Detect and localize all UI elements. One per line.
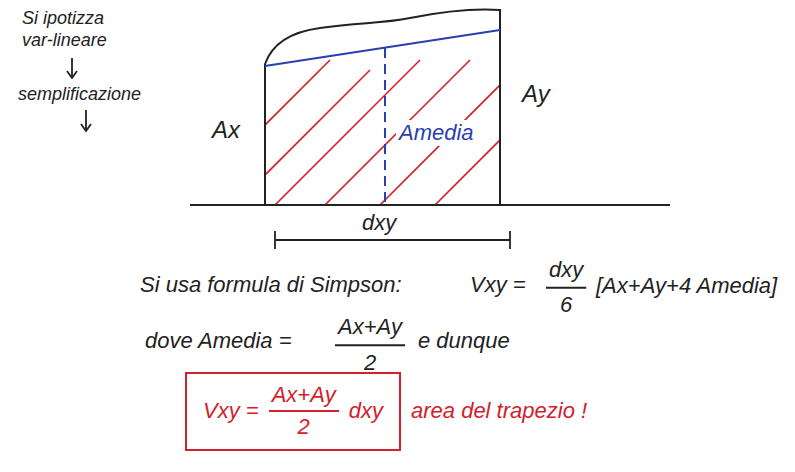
section-label: Ay xyxy=(522,80,550,109)
fraction-denominator: 2 xyxy=(364,350,376,376)
section-label: Ax xyxy=(212,116,240,145)
formula-text: dove Amedia = xyxy=(145,328,292,354)
section-edge xyxy=(264,64,266,205)
fraction-numerator: Ax+Ay xyxy=(269,382,339,412)
side-note: semplificazione xyxy=(18,84,141,106)
formula-text: [Ax+Ay+4 Amedia] xyxy=(596,273,777,299)
dimension-tick xyxy=(509,231,511,249)
note-arrow xyxy=(67,58,77,78)
fraction-denominator: 6 xyxy=(560,292,572,318)
formula-text: dxy xyxy=(349,398,383,424)
remark: area del trapezio ! xyxy=(411,398,587,424)
linear-profile xyxy=(265,30,500,66)
note-arrow xyxy=(81,110,91,131)
fraction-numerator: Ax+Ay xyxy=(338,314,402,340)
side-note: Si ipotizza var-lineare xyxy=(22,8,134,51)
dimension-line xyxy=(275,239,510,241)
fraction-numerator: dxy xyxy=(549,257,583,283)
formula-text: e dunque xyxy=(418,328,510,354)
fraction: Ax+Ay2 xyxy=(269,382,339,441)
fraction-bar xyxy=(546,287,586,289)
ground-line xyxy=(190,204,670,206)
result-box: Vxy = Ax+Ay2 dxy xyxy=(185,372,401,451)
dimension-tick xyxy=(274,231,276,249)
fraction-denominator: 2 xyxy=(298,412,310,440)
section-label: Amedia xyxy=(396,120,477,146)
section-edge xyxy=(499,28,501,205)
formula-text: Si usa formula di Simpson: xyxy=(140,272,402,298)
formula-text: Vxy = xyxy=(203,398,259,424)
dimension-label: dxy xyxy=(362,210,396,236)
terrain-profile xyxy=(265,9,500,64)
formula-text: Vxy = xyxy=(470,272,526,298)
mid-section xyxy=(384,48,386,205)
fraction-bar xyxy=(335,344,405,346)
